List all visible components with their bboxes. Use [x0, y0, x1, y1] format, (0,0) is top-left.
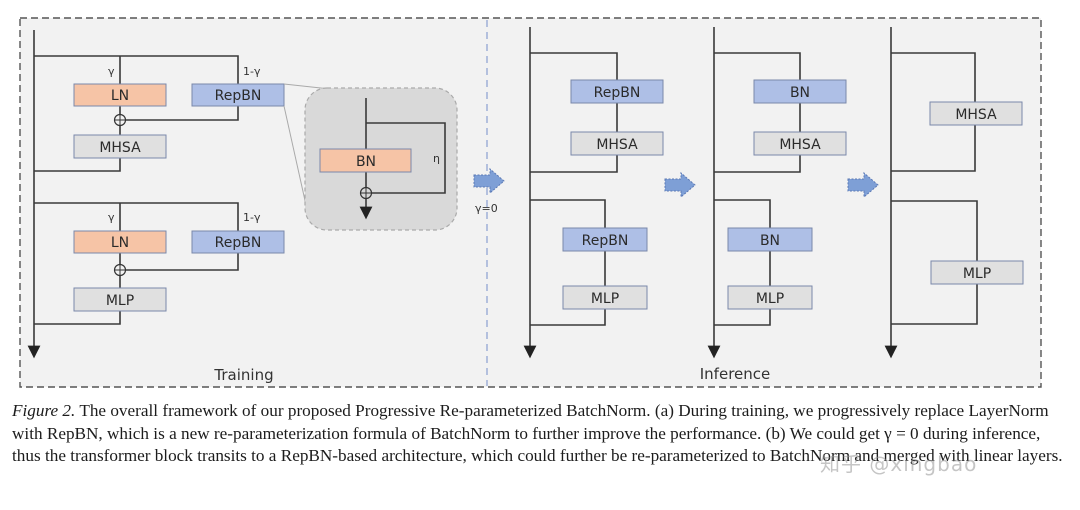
mhsa-label: MHSA: [779, 137, 821, 153]
framework-diagram: γ 1-γ LN RepBN MHSA γ 1-γ LN RepBN MLP T…: [19, 17, 1042, 388]
gamma-label: γ: [108, 211, 115, 224]
bn-box: [727, 227, 813, 252]
mlp-label: MLP: [591, 291, 619, 307]
mhsa-box: [753, 131, 847, 156]
repbn-box: [191, 230, 285, 254]
mhsa-box: [73, 134, 167, 159]
training-section-label: Training: [213, 366, 273, 384]
mhsa-box: [570, 131, 664, 156]
bn-label: BN: [356, 154, 376, 170]
caption-text: The overall framework of our proposed Pr…: [12, 401, 1063, 465]
bn-box: [753, 79, 847, 104]
repbn-label: RepBN: [594, 85, 641, 101]
inference-section-label: Inference: [700, 365, 771, 383]
repbn-box: [570, 79, 664, 104]
repbn-label: RepBN: [582, 233, 629, 249]
eta-label: η: [433, 152, 440, 165]
bn-label: BN: [790, 85, 810, 101]
figure-label: Figure 2.: [12, 401, 76, 420]
ln-box: [73, 83, 167, 107]
add-icon: [113, 263, 127, 277]
inference-column-repbn: RepBN MHSA RepBN MLP: [523, 27, 664, 359]
add-icon: [359, 186, 373, 200]
mlp-box: [930, 260, 1024, 285]
figure-caption: Figure 2. The overall framework of our p…: [12, 400, 1072, 468]
mlp-label: MLP: [756, 291, 784, 307]
mlp-label: MLP: [963, 266, 991, 282]
inference-column-bn: BN MHSA BN MLP: [707, 27, 847, 359]
transition-arrow-icon: [664, 171, 696, 199]
mlp-box: [727, 285, 813, 310]
transition-arrow-icon: [473, 167, 505, 195]
gamma-zero-label: γ=0: [475, 202, 498, 215]
repbn-detail-callout: BN η: [283, 83, 458, 231]
ln-box: [73, 230, 167, 254]
ln-label: LN: [111, 88, 129, 104]
repbn-label: RepBN: [215, 88, 262, 104]
mhsa-label: MHSA: [99, 140, 141, 156]
bn-box: [319, 148, 412, 173]
one-minus-gamma-label: 1-γ: [243, 65, 261, 78]
repbn-box: [191, 83, 285, 107]
ln-label: LN: [111, 235, 129, 251]
mhsa-label: MHSA: [955, 107, 997, 123]
bn-label: BN: [760, 233, 780, 249]
mlp-box: [73, 287, 167, 312]
repbn-box: [562, 227, 648, 252]
one-minus-gamma-label: 1-γ: [243, 211, 261, 224]
training-section: γ 1-γ LN RepBN MHSA γ 1-γ LN RepBN MLP T…: [27, 30, 285, 384]
transition-arrow-icon: [847, 171, 879, 199]
mlp-label: MLP: [106, 293, 134, 309]
gamma-label: γ: [108, 65, 115, 78]
add-icon: [113, 113, 127, 127]
mhsa-box: [929, 101, 1023, 126]
inference-column-merged: MHSA MLP: [884, 27, 1024, 359]
mlp-box: [562, 285, 648, 310]
repbn-label: RepBN: [215, 235, 262, 251]
mhsa-label: MHSA: [596, 137, 638, 153]
